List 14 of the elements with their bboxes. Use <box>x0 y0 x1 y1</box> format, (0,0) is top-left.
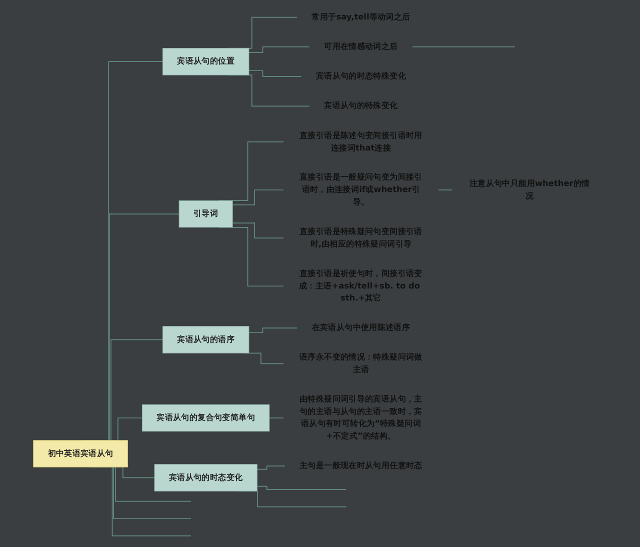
node-box: 宾语从句的语序 <box>162 326 250 354</box>
connector <box>232 190 284 206</box>
connector <box>256 466 286 470</box>
node-box: 宾语从句的复合句变简单句 <box>142 404 270 432</box>
node-box: 宾语从句的位置 <box>162 48 250 76</box>
connector <box>248 328 298 333</box>
connector <box>256 486 347 490</box>
node-box: 宾语从句的时态变化 <box>154 464 258 492</box>
node-box: 引导词 <box>178 200 233 228</box>
connector <box>412 46 516 48</box>
connector <box>232 222 284 238</box>
node-box: 初中英语宾语从句 <box>33 440 128 468</box>
connector <box>248 70 302 77</box>
connector <box>248 46 310 54</box>
